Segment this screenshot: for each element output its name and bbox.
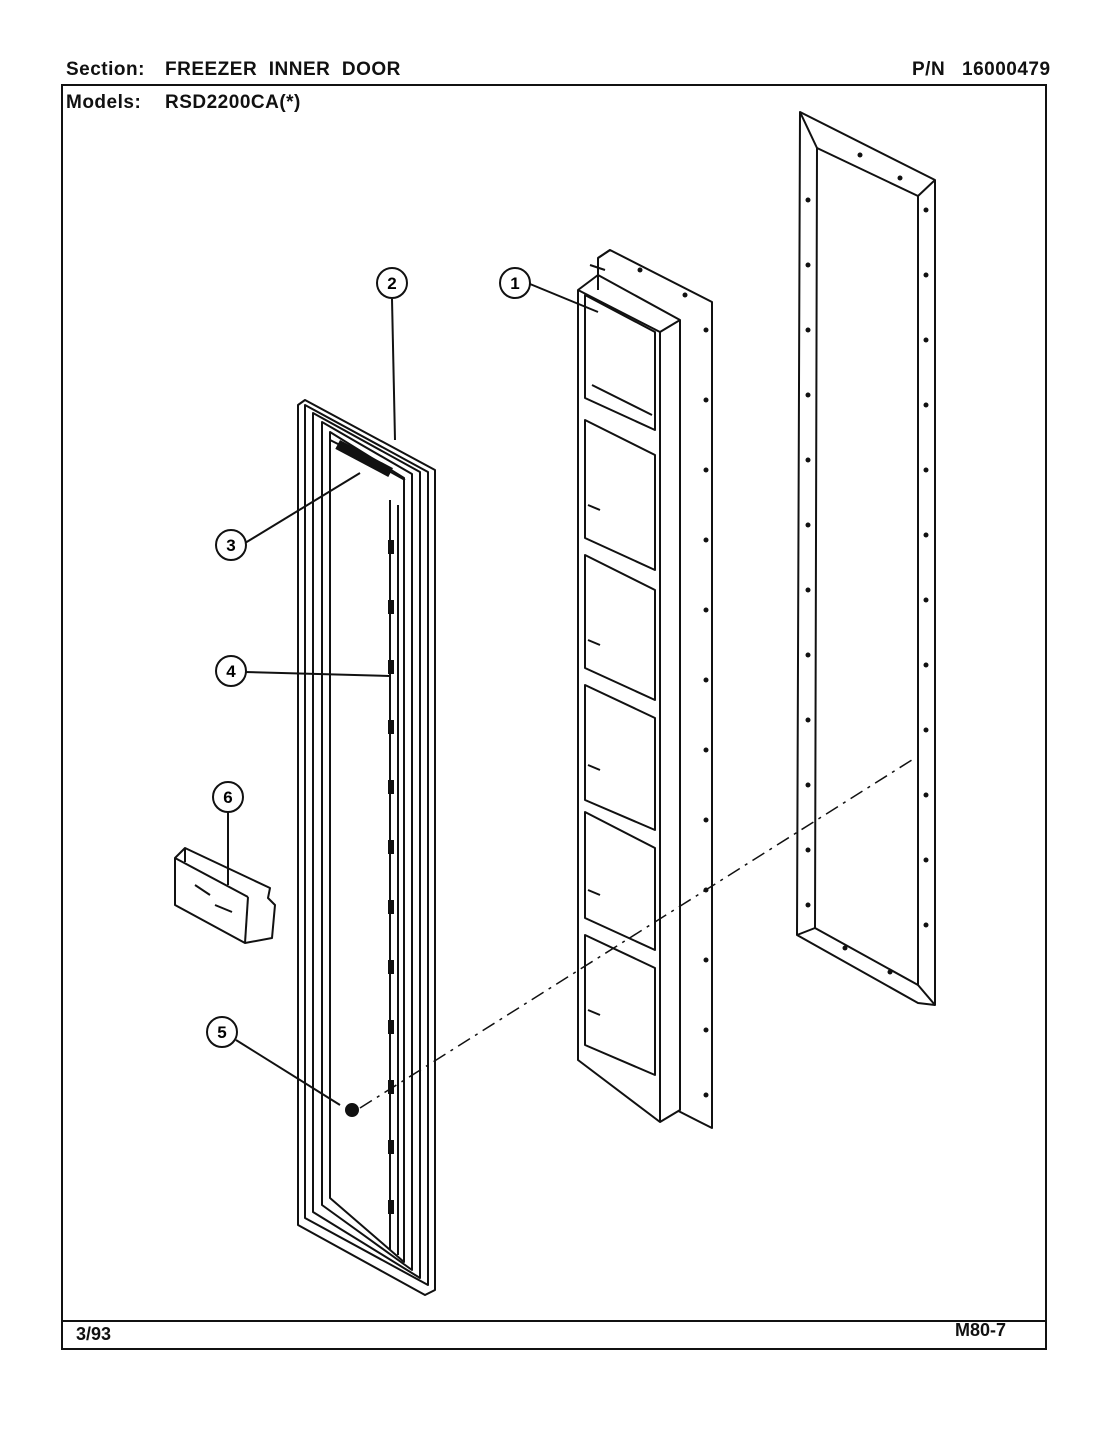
section-label: Section: <box>66 59 145 80</box>
door-liner <box>577 249 713 1129</box>
callout-1 <box>499 267 531 299</box>
callouts: 1 2 3 4 6 5 <box>206 267 531 1048</box>
alignment-line <box>359 757 916 1109</box>
callout-3 <box>215 529 247 561</box>
footer-date: 3/93 <box>76 1324 112 1344</box>
part-number-value: 16000479 <box>962 59 1051 80</box>
door-rail <box>389 500 399 1255</box>
callout-6-label: 6 <box>223 788 232 807</box>
shelf-bins <box>584 264 656 1076</box>
callout-5 <box>206 1016 238 1048</box>
callout-1-label: 1 <box>510 274 519 293</box>
part-number-label: P/N <box>912 59 946 80</box>
outer-door-panel <box>796 111 936 1006</box>
callout-5-label: 5 <box>217 1023 226 1042</box>
section-title: FREEZER INNER DOOR <box>165 59 401 80</box>
callout-4-label: 4 <box>226 662 236 681</box>
callout-3-label: 3 <box>226 536 235 555</box>
callout-2 <box>376 267 408 299</box>
callout-4 <box>215 655 247 687</box>
footer-page-code: M80-7 <box>955 1320 1007 1340</box>
callout-2-label: 2 <box>387 274 396 293</box>
callout-6 <box>212 781 244 813</box>
models-label: Models: <box>66 92 142 113</box>
footer-divider <box>61 1320 1047 1322</box>
door-gasket <box>297 399 436 1296</box>
door-bin <box>174 847 276 944</box>
screw-part <box>345 1103 359 1117</box>
models-value: RSD2200CA(*) <box>165 92 301 113</box>
diagram-frame <box>61 84 1047 1350</box>
